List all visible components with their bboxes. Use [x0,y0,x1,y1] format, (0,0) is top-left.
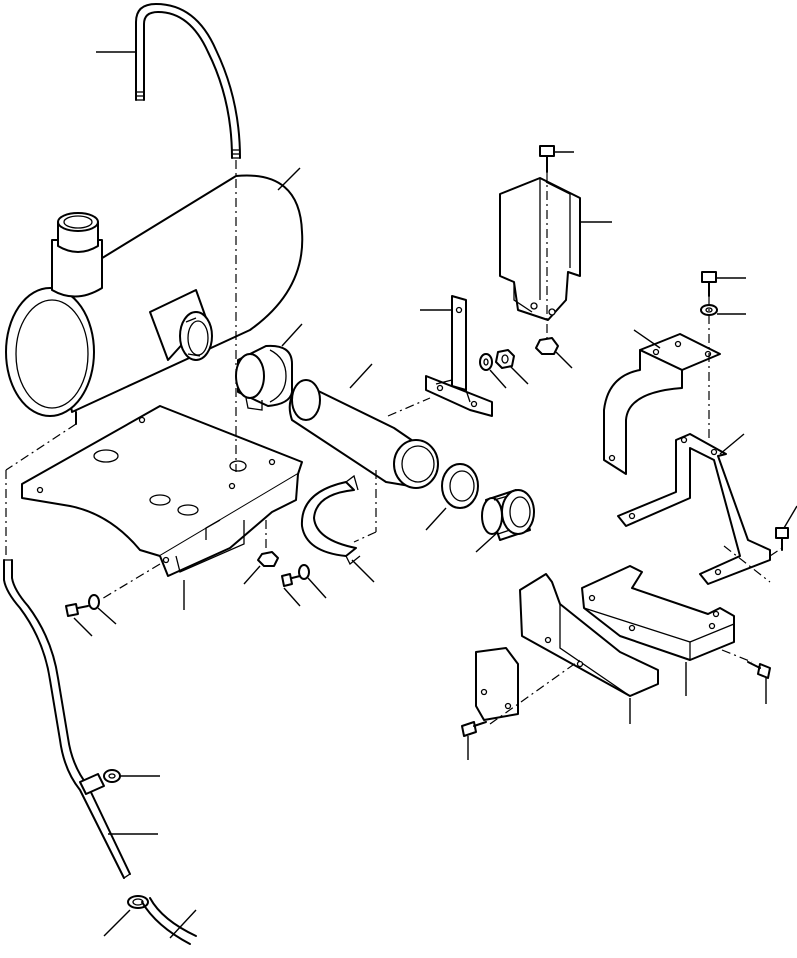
curved-bracket [603,333,721,475]
leader-nut-stand [243,565,261,585]
leader-strap-clamp [351,559,375,583]
muffler [5,174,304,425]
leader-cap-screw-strap [283,587,301,607]
exhaust-pipe [288,379,439,489]
leader-cap-screw-far-right [783,505,797,529]
muffler-clamp [235,344,293,411]
cap-screw [539,145,555,173]
leader-muffler [277,167,301,191]
cap-screw [65,603,89,617]
leader-cap-screw-left [73,617,93,637]
leader-hose-clamp [103,909,131,937]
leader-nut [509,365,529,385]
leader-bracket-frame [719,433,745,455]
nut [257,551,279,567]
leader-muffler-clamp [281,323,303,347]
nut [495,349,515,369]
drain-tube [3,559,131,879]
small-plate [475,647,519,721]
leader-curved-bracket [633,329,661,349]
support-bracket [425,295,493,417]
pipe-adapter [481,489,535,541]
cap-screw [461,721,487,737]
mount-base [581,565,735,661]
washer [298,564,310,580]
leader-gasket-ring [425,507,447,531]
muffler-bracket [103,769,121,783]
side-plate [519,573,659,697]
heat-shield [499,177,581,321]
leader-hose [169,909,197,939]
washer [479,353,493,371]
washer [88,594,100,610]
leader-washer-left [97,607,117,625]
assembly-lines [5,160,783,725]
cap-screw [701,271,717,297]
leader-pipe-adapter [475,531,499,553]
leader-nut-2 [555,351,573,369]
strap-clamp [300,474,361,566]
hose [141,897,197,945]
leader-exhaust-pipe [349,363,373,389]
nut [535,337,559,355]
bracket-frame [617,433,771,585]
leader-washer-strap [307,577,327,599]
cap-screw [281,573,301,587]
cap-screw [775,527,789,551]
gasket-ring [441,463,479,509]
cap-screw [747,661,771,679]
breather-tube [135,3,241,159]
leader-washer [489,369,507,389]
mounting-stand [21,405,303,577]
